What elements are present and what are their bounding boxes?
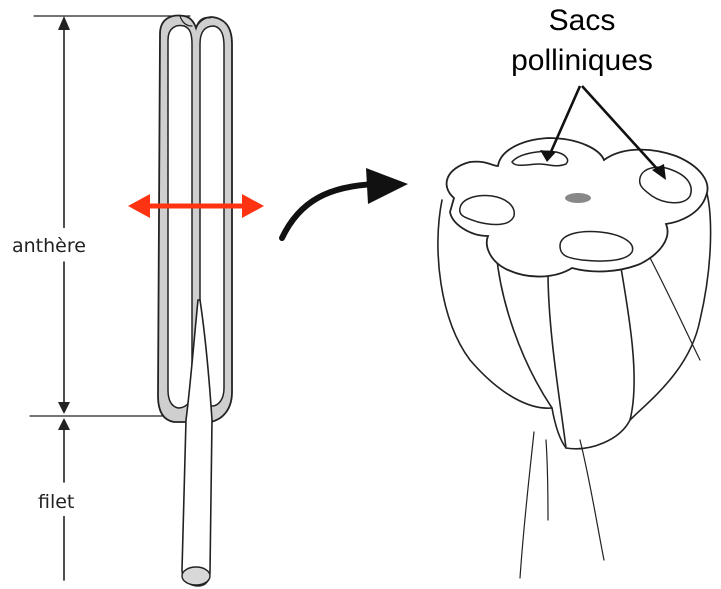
stamen-side-view: anthère filet xyxy=(6,16,264,586)
pollen-sacs-label-line1: Sacs xyxy=(549,4,616,37)
anther-label: anthère xyxy=(12,235,86,257)
anther-cross-section xyxy=(438,138,711,578)
filament-label: filet xyxy=(38,491,74,513)
pollen-sacs-label-line2: polliniques xyxy=(511,44,653,77)
curved-arrow-icon xyxy=(282,168,408,238)
connective-dot xyxy=(565,193,591,203)
